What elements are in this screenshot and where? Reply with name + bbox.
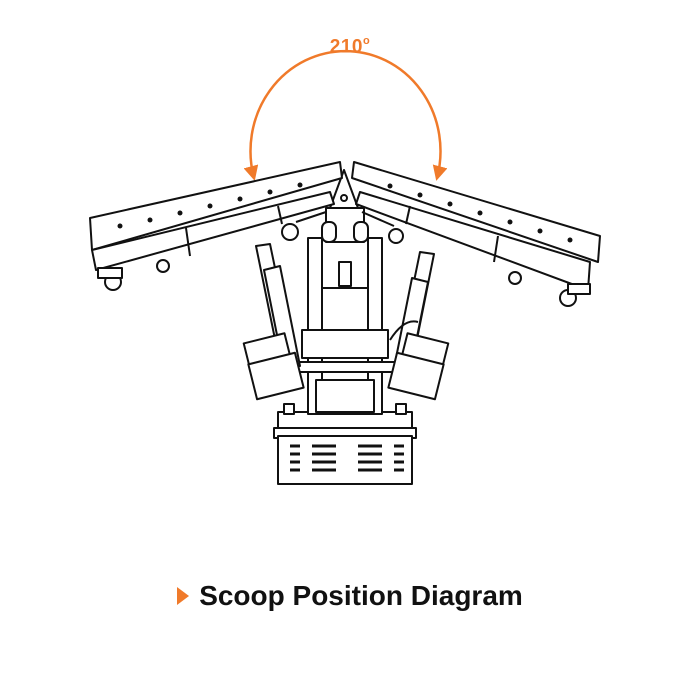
caption-text: Scoop Position Diagram <box>199 580 523 611</box>
rotation-arc <box>243 49 448 181</box>
caption: Scoop Position Diagram <box>0 580 700 612</box>
scoop-diagram <box>89 49 601 485</box>
left-actuator <box>242 243 305 401</box>
pivot-hinge <box>321 169 369 243</box>
right-brace <box>361 211 395 227</box>
left-brace <box>295 211 327 223</box>
motor-base <box>273 403 417 485</box>
central-column <box>295 237 397 415</box>
right-actuator <box>387 251 450 401</box>
right-scoop <box>351 161 601 307</box>
left-scoop <box>89 161 343 291</box>
caption-marker <box>177 586 190 605</box>
angle-unit: o <box>362 35 371 47</box>
